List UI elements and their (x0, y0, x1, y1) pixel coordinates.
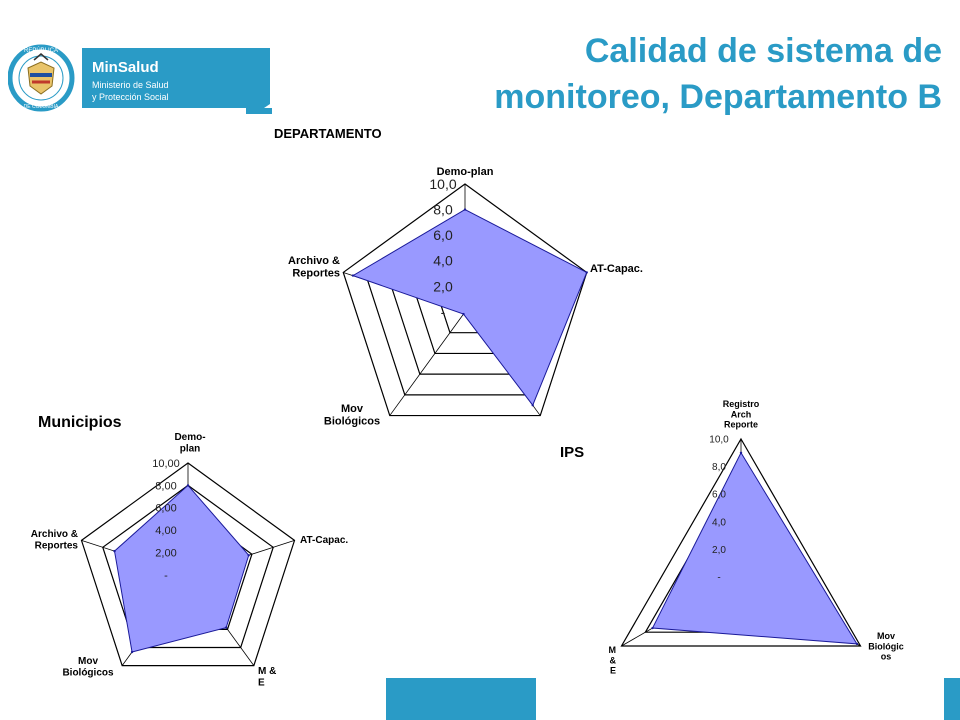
footer-accent-bar (386, 678, 536, 720)
dept-tick-label: 4,0 (433, 253, 453, 269)
ips-grid-ring (620, 437, 862, 647)
ips-tick-label: 6,0 (712, 490, 726, 501)
minsalud-logo: REPÚBLICA DE COLOMBIA MinSalud Ministeri… (8, 44, 272, 114)
ips-data-point (739, 451, 743, 454)
brand-name: MinSalud (92, 59, 159, 76)
dept-tick-label: 6,0 (433, 227, 453, 243)
mun-chart-title: Municipios (38, 414, 122, 431)
ips-chart-title: IPS (560, 444, 585, 461)
mun-tick-label: 2,00 (155, 547, 176, 559)
ips-tick-label: 10,0 (709, 435, 729, 446)
brand-line2: y Protección Social (92, 92, 169, 102)
mun-grid-ring (102, 484, 274, 649)
ips-tick-label: 2,0 (712, 545, 726, 556)
seal-text-top: REPÚBLICA (24, 47, 58, 54)
brand-line1: Ministerio de Salud (92, 80, 169, 90)
ips-data-point (651, 626, 654, 630)
mun-axis-label: AT-Capac. (300, 535, 348, 546)
dept-data-point (462, 312, 465, 316)
dept-data-point (463, 208, 467, 211)
mun-data-point (186, 484, 190, 487)
dept-tick-label: 2,0 (433, 278, 453, 294)
page-title-line1: Calidad de sistema de (584, 32, 942, 70)
mun-data-point (130, 650, 134, 654)
mun-grid-ring (80, 462, 296, 667)
mun-tick-label: 10,00 (152, 458, 180, 470)
mun-tick-label: - (164, 570, 168, 582)
mun-data-point (247, 554, 250, 557)
dept-spoke (389, 311, 466, 416)
ips-tick-label: - (717, 573, 720, 584)
dept-data-point (585, 271, 588, 274)
ips-data-area (651, 451, 858, 645)
dept-tick-label: 10,0 (429, 176, 456, 192)
brand-panel-tab (246, 108, 272, 114)
dept-axis-label: Demo-plan (437, 166, 494, 178)
dept-chart-title: DEPARTAMENTO (274, 126, 382, 141)
dept-axis-label: AT-Capac. (590, 263, 643, 275)
ips-tick-label: 8,0 (712, 462, 726, 473)
ips-data-point (855, 642, 859, 646)
dept-data-point (531, 403, 534, 407)
mun-tick-label: 6,00 (155, 503, 176, 515)
brand-panel (82, 48, 270, 108)
mun-axis-label: Demo-plan (174, 432, 205, 455)
page-title: Calidad de sistema de monitoreo, Departa… (382, 28, 942, 120)
dept-tick-label: 8,0 (433, 202, 453, 218)
coat-of-arms-icon (27, 61, 55, 95)
dept-axis-label: Archivo &Reportes (288, 255, 340, 280)
dept-tick-label: - (441, 304, 446, 320)
seal-text-bottom: DE COLOMBIA (24, 104, 59, 110)
ips-axis-label: M&E (609, 645, 617, 676)
mun-tick-label: 8,00 (155, 480, 176, 492)
mun-data-point (224, 626, 228, 629)
mun-data-point (113, 549, 116, 553)
mun-axis-label: Archivo &Reportes (31, 529, 79, 552)
mun-tick-label: 4,00 (155, 525, 176, 537)
page-title-line2: monitoreo, Departamento B (494, 78, 942, 116)
ips-tick-label: 4,0 (712, 517, 726, 528)
footer-accent-bar-right (944, 678, 960, 720)
mun-radar: - 2,00 4,00 6,00 8,00 10,00 Demo-planAT-Capac.… (31, 432, 349, 689)
condor-icon (33, 53, 49, 61)
dept-grid-ring (342, 183, 588, 417)
mun-data-area (113, 484, 250, 653)
mun-axis-label: M &E (258, 666, 276, 689)
dept-data-point (351, 274, 355, 277)
dept-data-area (351, 209, 588, 407)
